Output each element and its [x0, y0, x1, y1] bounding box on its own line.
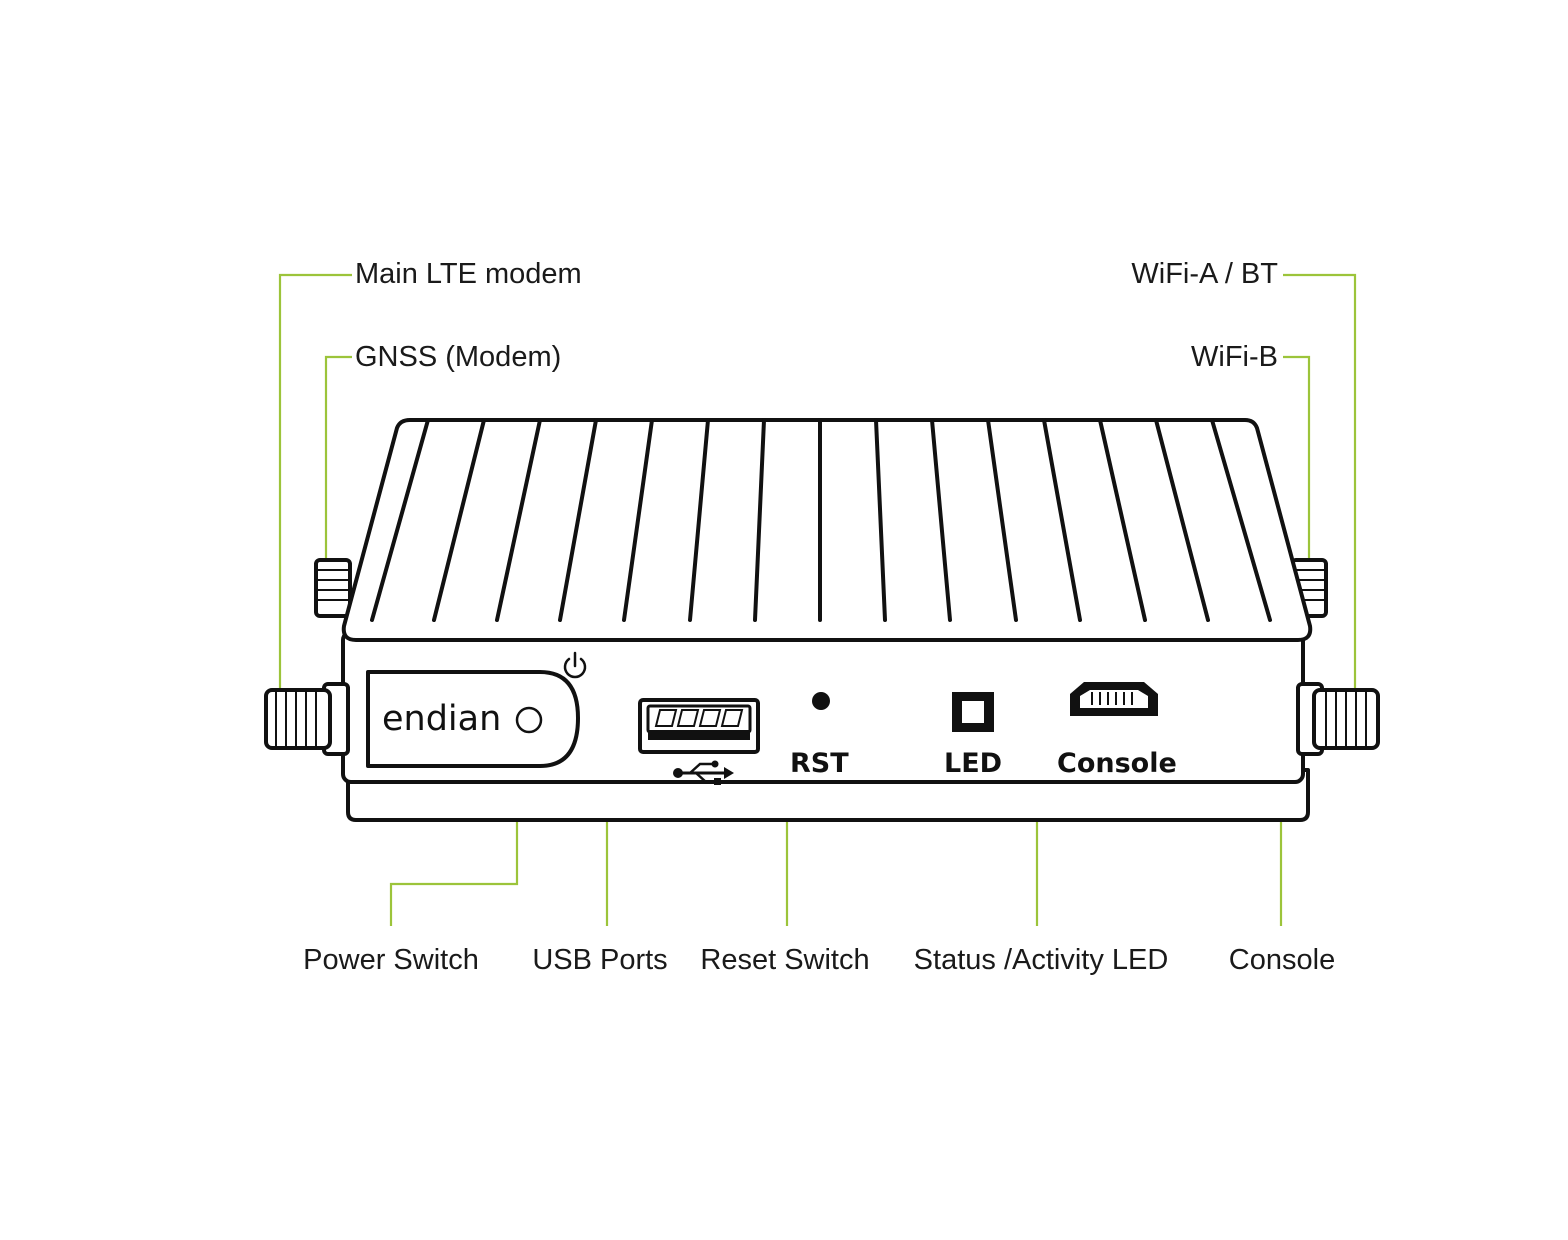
rst-label: RST [790, 748, 849, 779]
leader-wifi-b [1283, 355, 1311, 560]
callout-console: Console [1229, 944, 1335, 976]
usb-port[interactable] [638, 698, 760, 754]
console-port-label: Console [1057, 748, 1177, 779]
brand-logo: endian [382, 699, 501, 739]
sma-connector-wifi-a [1296, 682, 1380, 756]
status-led [952, 692, 994, 732]
power-led-ring [515, 706, 543, 734]
sma-connector-gnss [314, 558, 352, 618]
leader-wifi-a [1283, 273, 1357, 690]
callout-status-activity-led: Status /Activity LED [914, 944, 1169, 976]
callout-usb-ports: USB Ports [532, 944, 667, 976]
callout-gnss-modem: GNSS (Modem) [355, 341, 561, 373]
callout-power-switch: Power Switch [303, 944, 479, 976]
heat-sink-fins [370, 418, 1272, 622]
power-switch-plate[interactable]: endian [366, 670, 580, 768]
callout-main-lte-modem: Main LTE modem [355, 258, 582, 290]
reset-pinhole[interactable] [812, 692, 830, 710]
leader-main-lte [278, 273, 352, 690]
usb-icon [673, 760, 734, 785]
power-icon [563, 651, 587, 679]
led-label: LED [944, 748, 1002, 779]
leader-gnss [324, 355, 352, 560]
mini-usb-port-icon[interactable] [1070, 682, 1158, 716]
callout-wifi-a-bt: WiFi-A / BT [1131, 258, 1278, 290]
sma-connector-main-lte [264, 682, 350, 756]
callout-wifi-b: WiFi-B [1191, 341, 1278, 373]
callout-reset-switch: Reset Switch [700, 944, 869, 976]
